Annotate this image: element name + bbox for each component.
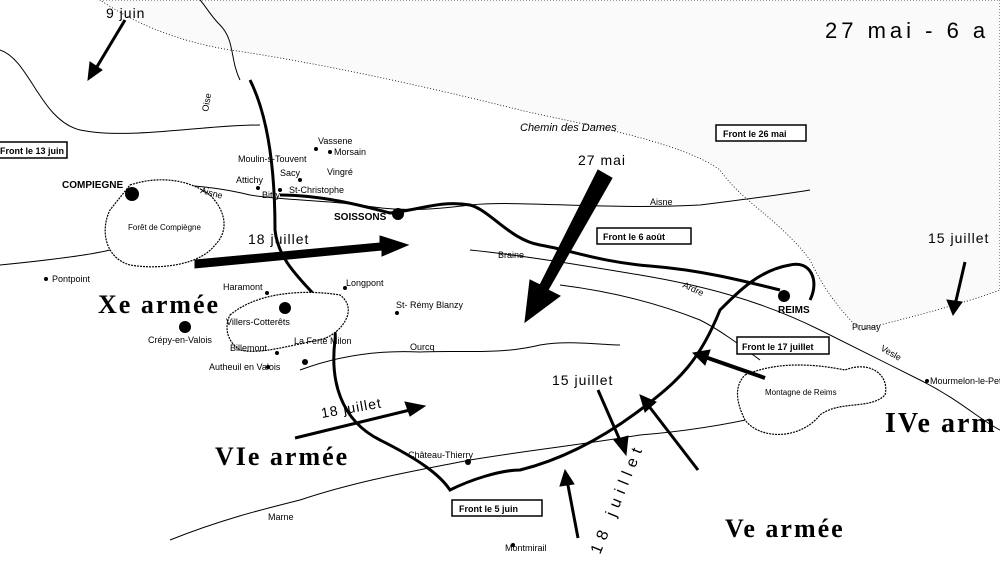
city-reims: REIMS bbox=[778, 305, 810, 316]
label-9-juin: 9 juin bbox=[106, 5, 145, 21]
svg-text:Autheuil en Valois: Autheuil en Valois bbox=[209, 362, 281, 372]
svg-text:Château-Thierry: Château-Thierry bbox=[408, 450, 474, 460]
river-vesle bbox=[469, 249, 1000, 431]
city-dot-crepy bbox=[179, 321, 191, 333]
army-vi: VIe armée bbox=[215, 442, 349, 471]
forest-reims bbox=[736, 364, 887, 435]
river-west bbox=[0, 249, 111, 266]
city-dot-compiegne bbox=[125, 187, 139, 201]
places: Moulin-s-Touvent Vassene Morsain Vingré … bbox=[44, 136, 1000, 553]
north-hatched-zone bbox=[99, 0, 1000, 331]
arrow-counter-1 bbox=[646, 404, 700, 471]
front-label-5-juin: Front le 5 juin bbox=[451, 499, 543, 517]
front-label-17-juillet: Front le 17 juillet bbox=[736, 336, 830, 355]
river-label-aisne-2: Aisne bbox=[650, 197, 673, 207]
svg-text:Pontpoint: Pontpoint bbox=[52, 274, 91, 284]
river-label-marne: Marne bbox=[268, 512, 294, 522]
city-dot-villers bbox=[279, 302, 291, 314]
front-label-13-juin: Front le 13 juin bbox=[0, 141, 68, 159]
arrow-18-juillet-north bbox=[194, 235, 410, 269]
svg-text:Front le 5 juin: Front le 5 juin bbox=[459, 504, 518, 514]
front-line-june bbox=[248, 79, 816, 492]
forest-villers bbox=[226, 291, 349, 352]
arrow-15-juillet-center bbox=[596, 389, 624, 446]
svg-text:St-Christophe: St-Christophe bbox=[289, 185, 344, 195]
city-dot-reims bbox=[778, 290, 790, 302]
map-title: 27 mai - 6 a bbox=[825, 18, 989, 43]
arrow-counter-2 bbox=[565, 479, 580, 539]
city-compiegne: COMPIEGNE bbox=[62, 180, 123, 191]
river-aisne bbox=[169, 184, 811, 211]
city-dot-chateau bbox=[465, 459, 471, 465]
army-v: Ve armée bbox=[725, 514, 845, 543]
ridge-label: Chemin des Dames bbox=[520, 122, 617, 134]
svg-text:Vassene: Vassene bbox=[318, 136, 352, 146]
arrow-27-mai bbox=[524, 169, 613, 324]
svg-text:Billemont: Billemont bbox=[230, 343, 268, 353]
svg-text:Morsain: Morsain bbox=[334, 147, 366, 157]
svg-text:Front le 6 août: Front le 6 août bbox=[603, 232, 665, 242]
arrow-9-juin bbox=[93, 19, 127, 71]
front-label-26-mai: Front le 26 mai bbox=[715, 124, 807, 142]
city-dot-ferte bbox=[302, 359, 308, 365]
svg-text:Front le 17 juillet: Front le 17 juillet bbox=[742, 342, 814, 352]
city-soissons: SOISSONS bbox=[334, 212, 387, 223]
river-label-oise: Oise bbox=[200, 92, 213, 112]
svg-text:Crépy-en-Valois: Crépy-en-Valois bbox=[148, 335, 212, 345]
army-x: Xe armée bbox=[98, 290, 220, 319]
svg-text:St- Rémy Blanzy: St- Rémy Blanzy bbox=[396, 300, 464, 310]
svg-text:Villers-Cotterêts: Villers-Cotterêts bbox=[226, 317, 290, 327]
river-label-vesle: Vesle bbox=[879, 343, 903, 363]
city-dot-soissons bbox=[392, 208, 404, 220]
svg-text:Front le 26 mai: Front le 26 mai bbox=[723, 129, 787, 139]
arrow-counter-reims bbox=[704, 355, 766, 380]
svg-text:Montmirail: Montmirail bbox=[505, 543, 547, 553]
label-15-juillet-center: 15 juillet bbox=[552, 372, 613, 388]
svg-text:Mourmelon-le-Petit: Mourmelon-le-Petit bbox=[930, 376, 1000, 386]
river-ardre bbox=[559, 284, 761, 361]
svg-text:Vingré: Vingré bbox=[327, 167, 353, 177]
svg-text:Front le 13 juin: Front le 13 juin bbox=[0, 146, 64, 156]
svg-text:Longpont: Longpont bbox=[346, 278, 384, 288]
river-ourcq bbox=[299, 342, 621, 371]
svg-text:Haramont: Haramont bbox=[223, 282, 263, 292]
river-oise bbox=[199, 0, 241, 81]
arrow-15-juillet-east bbox=[953, 261, 967, 306]
svg-text:Moulin-s-Touvent: Moulin-s-Touvent bbox=[238, 154, 307, 164]
label-18-juillet-vertical: 18 juillet bbox=[588, 440, 648, 556]
river-label-ardre: Ardre bbox=[681, 280, 705, 298]
svg-text:Bitry: Bitry bbox=[262, 190, 281, 200]
svg-text:Prunay: Prunay bbox=[852, 322, 881, 332]
forest-label-reims: Montagne de Reims bbox=[765, 388, 837, 397]
svg-text:Attichy: Attichy bbox=[236, 175, 264, 185]
forest-compiegne bbox=[104, 179, 225, 268]
army-iv: IVe arm bbox=[885, 408, 997, 439]
arrow-18-juillet-south bbox=[294, 408, 411, 440]
attack-arrows bbox=[87, 19, 967, 539]
forest-label-compiegne: Forêt de Compiègne bbox=[128, 223, 201, 232]
label-27-mai: 27 mai bbox=[578, 152, 626, 168]
front-line-august bbox=[279, 193, 781, 292]
svg-text:Sacy: Sacy bbox=[280, 168, 301, 178]
svg-text:Braine: Braine bbox=[498, 250, 524, 260]
river-north bbox=[0, 49, 261, 134]
label-15-juillet-east: 15 juillet bbox=[928, 230, 989, 246]
svg-text:La Ferté Milon: La Ferté Milon bbox=[294, 336, 352, 346]
front-label-6-aout: Front le 6 août bbox=[596, 227, 692, 245]
label-18-juillet-north: 18 juillet bbox=[248, 231, 309, 247]
river-label-ourcq: Ourcq bbox=[410, 342, 435, 352]
